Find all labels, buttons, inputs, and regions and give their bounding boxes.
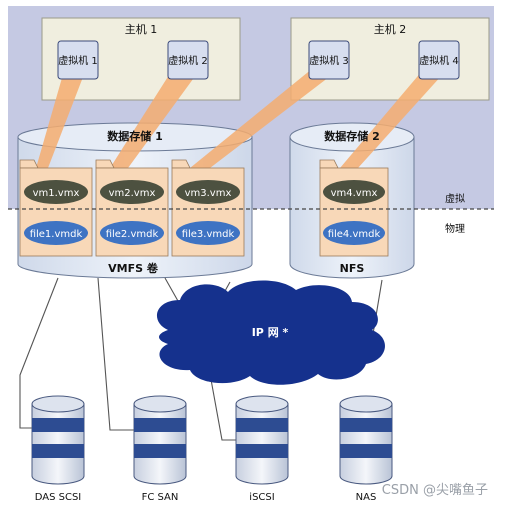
ip-network-cloud: IP 网 * [156, 280, 385, 385]
datastore-2-label: 数据存储 2 [324, 129, 379, 143]
vm-3-label: 虚拟机 3 [309, 54, 349, 67]
vmdk-file-2: file2.vmdk [106, 229, 159, 240]
ip-network-label: IP 网 * [252, 326, 289, 339]
vmx-file-3: vm3.vmx [185, 188, 232, 199]
vm-box-3: 虚拟机 3 [308, 40, 350, 80]
vmx-file-2: vm2.vmx [109, 188, 156, 199]
file-folder-4: vm4.vmx file4.vmdk [319, 159, 389, 257]
vm-4-label: 虚拟机 4 [419, 54, 459, 67]
host-1-label: 主机 1 [125, 22, 158, 36]
storage-iscsi: iSCSI [235, 395, 289, 503]
vm-box-4: 虚拟机 4 [418, 40, 460, 80]
fc-san-label: FC SAN [142, 492, 179, 503]
storage-nas: NAS [339, 395, 393, 503]
vmx-file-4: vm4.vmx [331, 188, 378, 199]
virtual-layer-label: 虚拟 [445, 192, 465, 205]
file-folder-1: vm1.vmx file1.vmdk [19, 159, 93, 257]
iscsi-label: iSCSI [249, 492, 274, 503]
watermark: CSDN @尖嘴鱼子 [382, 482, 488, 498]
file-folder-2: vm2.vmx file2.vmdk [95, 159, 169, 257]
vm-1-label: 虚拟机 1 [58, 54, 98, 67]
nfs-volume-label: NFS [340, 262, 365, 275]
host-2-label: 主机 2 [374, 22, 407, 36]
storage-fc-san: FC SAN [133, 395, 187, 503]
storage-das-scsi: DAS SCSI [31, 395, 85, 503]
vmdk-file-3: file3.vmdk [182, 229, 235, 240]
vmfs-volume-label: VMFS 卷 [108, 261, 159, 275]
file-folder-3: vm3.vmx file3.vmdk [171, 159, 245, 257]
vm-file-beams [36, 64, 452, 168]
vm-2-label: 虚拟机 2 [168, 54, 208, 67]
vmdk-file-1: file1.vmdk [30, 229, 83, 240]
vm-box-2: 虚拟机 2 [167, 40, 209, 80]
vmdk-file-4: file4.vmdk [328, 229, 381, 240]
vmx-file-1: vm1.vmx [33, 188, 80, 199]
vm-box-1: 虚拟机 1 [57, 40, 99, 80]
das-scsi-label: DAS SCSI [35, 492, 82, 503]
datastore-1-label: 数据存储 1 [107, 129, 162, 143]
physical-layer-label: 物理 [445, 222, 465, 235]
nas-label: NAS [356, 492, 377, 503]
